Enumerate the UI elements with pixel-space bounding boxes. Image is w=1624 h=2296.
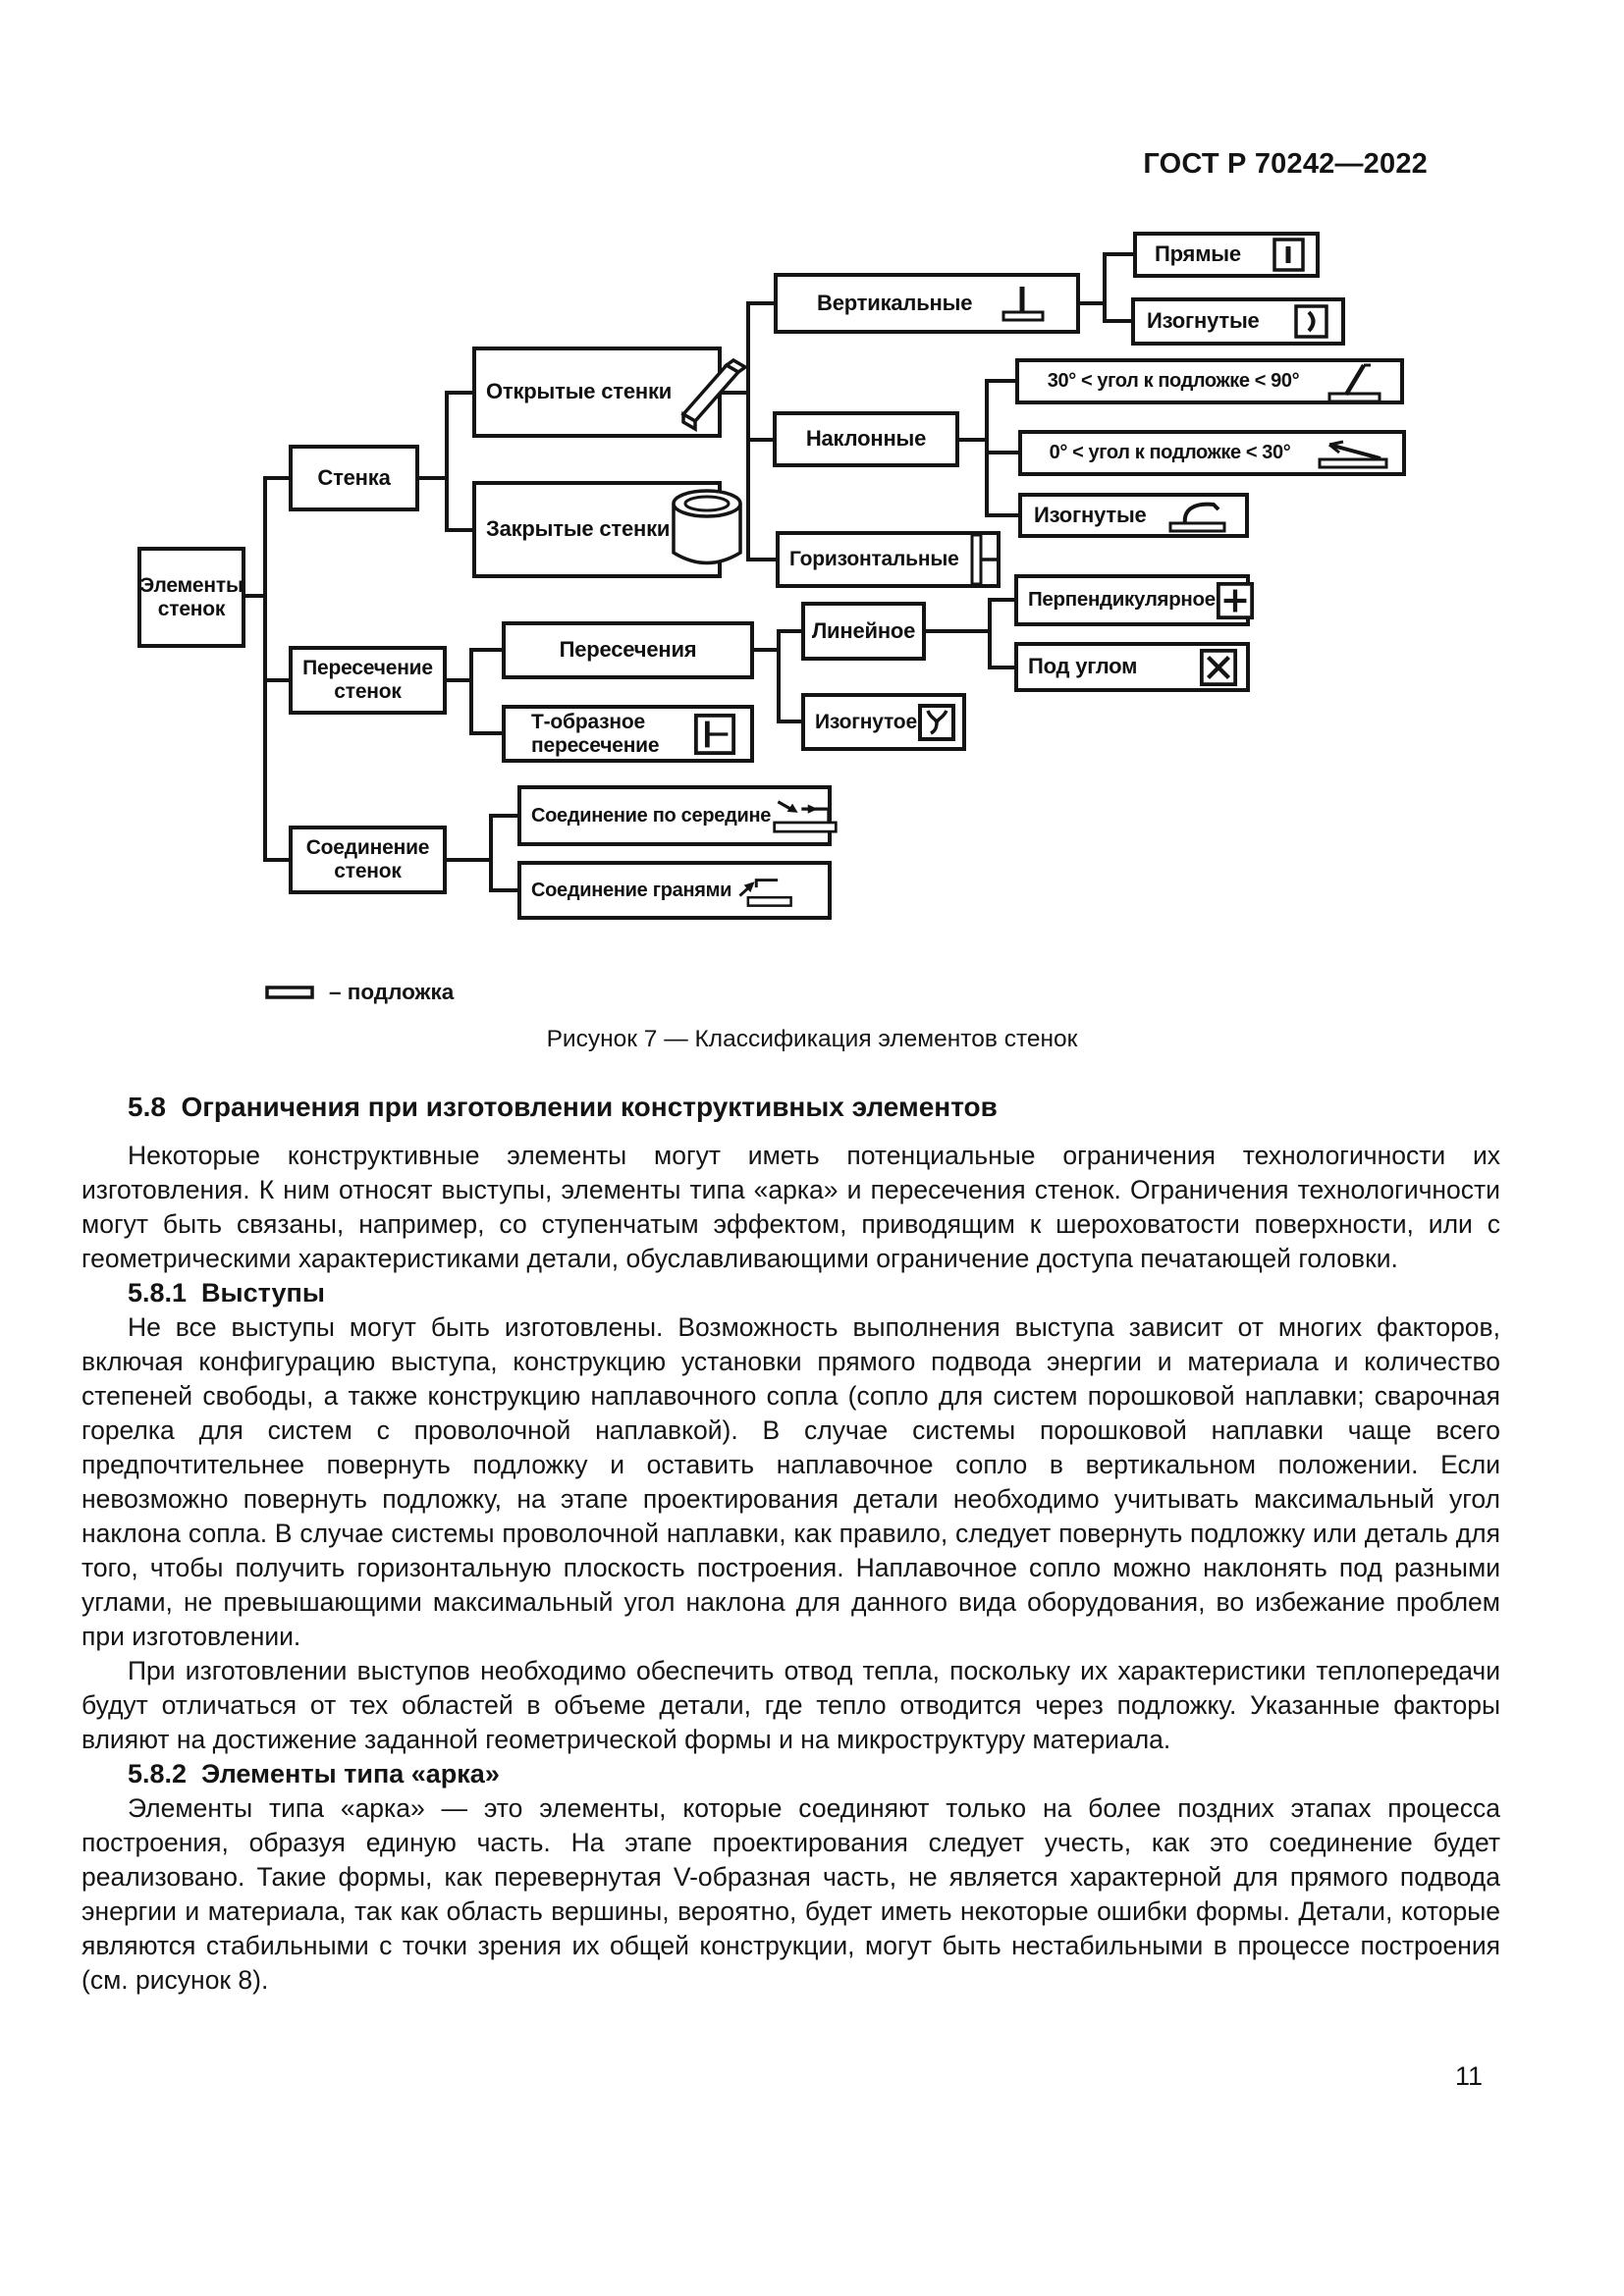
substrate-icon [265, 986, 314, 999]
node-root-label: Элементы стенок [139, 573, 244, 620]
section-heading-5-8: 5.8 Ограничения при изготовлении констру… [128, 1092, 998, 1122]
open-wall-icon [680, 357, 749, 432]
curved-wall-icon [1294, 303, 1328, 339]
paragraph-5-8-1-b: При изготовлении выступов необходимо обе… [81, 1656, 1500, 1754]
node-horizontal-label: Горизонтальные [789, 548, 959, 571]
node-angle-0-30: 0° < угол к подложке < 30° [1018, 430, 1406, 476]
straight-wall-icon [1272, 237, 1305, 272]
node-angle-30-90-label: 30° < угол к подложке < 90° [1047, 370, 1300, 393]
node-open-walls: Открытые стенки [472, 347, 749, 438]
node-curved-inclined: Изогнутые [1018, 493, 1249, 538]
node-straight: Прямые [1133, 232, 1320, 278]
horizontal-wall-icon [970, 533, 998, 586]
node-wall-label: Стенка [317, 464, 391, 490]
node-closed-walls: Закрытые стенки [472, 481, 742, 578]
mid-junction-icon [773, 799, 838, 833]
node-curved-vertical-label: Изогнутые [1147, 308, 1260, 334]
section-heading-5-8-1: 5.8.1 Выступы [128, 1278, 325, 1308]
node-linear-label: Линейное [811, 617, 916, 643]
node-edge-junction-label: Соединение гранями [531, 879, 732, 901]
perpendicular-cross-icon [1216, 581, 1254, 619]
node-open-walls-label: Открытые стенки [486, 379, 673, 404]
node-t-intersection-label: Т-образное пересечение [531, 710, 660, 757]
node-wall: Стенка [289, 445, 419, 511]
node-vertical-label: Вертикальные [817, 290, 973, 315]
node-closed-walls-label: Закрытые стенки [486, 516, 671, 542]
curved-cross-icon [917, 703, 955, 741]
node-linear: Линейное [801, 602, 926, 661]
node-inclined: Наклонные [773, 411, 959, 467]
node-inclined-label: Наклонные [805, 426, 927, 452]
node-curved-intersection: Изогнутое [801, 693, 966, 751]
node-intersections: Пересечения [502, 621, 754, 679]
curved-incline-icon [1168, 502, 1226, 533]
edge-junction-icon [738, 878, 793, 907]
node-at-angle-label: Под углом [1028, 654, 1138, 679]
angled-cross-icon [1199, 648, 1238, 686]
node-perpendicular: Перпендикулярное [1014, 574, 1254, 626]
node-perpendicular-label: Перпендикулярное [1028, 588, 1216, 612]
node-intersections-label: Пересечения [559, 637, 697, 663]
t-intersection-icon [693, 713, 736, 755]
node-wall-junction: Соединение стенок [289, 826, 447, 894]
node-angle-0-30-label: 0° < угол к подложке < 30° [1049, 442, 1291, 464]
node-curved-inclined-label: Изогнутые [1034, 502, 1147, 527]
legend-label: – подложка [329, 980, 455, 1004]
node-straight-label: Прямые [1155, 241, 1241, 267]
page-header: ГОСТ Р 70242—2022 [1143, 148, 1428, 180]
node-mid-junction-label: Соединение по середине [531, 804, 772, 827]
node-angle-30-90: 30° < угол к подложке < 90° [1015, 358, 1404, 404]
node-mid-junction: Соединение по середине [517, 785, 838, 846]
closed-wall-icon [672, 488, 742, 564]
node-wall-intersection: Пересечение стенок [289, 646, 447, 715]
node-at-angle: Под углом [1014, 642, 1250, 692]
node-vertical: Вертикальные [774, 273, 1080, 334]
shallow-incline-icon [1318, 440, 1388, 468]
body-text: Некоторые конструктивные элементы могут … [81, 1139, 1500, 1998]
page-number: 11 [1454, 2061, 1483, 2091]
node-horizontal: Горизонтальные [776, 531, 1001, 588]
node-root: Элементы стенок [137, 547, 245, 648]
node-curved-intersection-label: Изогнутое [815, 710, 917, 733]
node-wall-junction-label: Соединение стенок [305, 836, 430, 882]
node-wall-intersection-label: Пересечение стенок [302, 657, 433, 703]
steep-incline-icon [1327, 363, 1381, 402]
section-heading-5-8-2: 5.8.2 Элементы типа «арка» [128, 1759, 500, 1789]
paragraph-5-8-1-a: Не все выступы могут быть изготовлены. В… [81, 1312, 1500, 1651]
figure-legend: – подложка [265, 980, 454, 1005]
paragraph-5-8-2: Элементы типа «арка» — это элементы, кот… [81, 1793, 1500, 1995]
vertical-wall-icon [1001, 287, 1045, 322]
figure-caption: Рисунок 7 — Классификация элементов стен… [546, 1026, 1078, 1052]
node-curved-vertical: Изогнутые [1131, 297, 1345, 346]
node-t-intersection: Т-образное пересечение [502, 705, 754, 763]
figure-diagram: Элементы стенок Стенка Пересечение стено… [0, 0, 1624, 1021]
node-edge-junction: Соединение гранями [517, 861, 832, 920]
diagram-connectors [244, 252, 1135, 892]
paragraph-5-8: Некоторые конструктивные элементы могут … [81, 1141, 1500, 1273]
